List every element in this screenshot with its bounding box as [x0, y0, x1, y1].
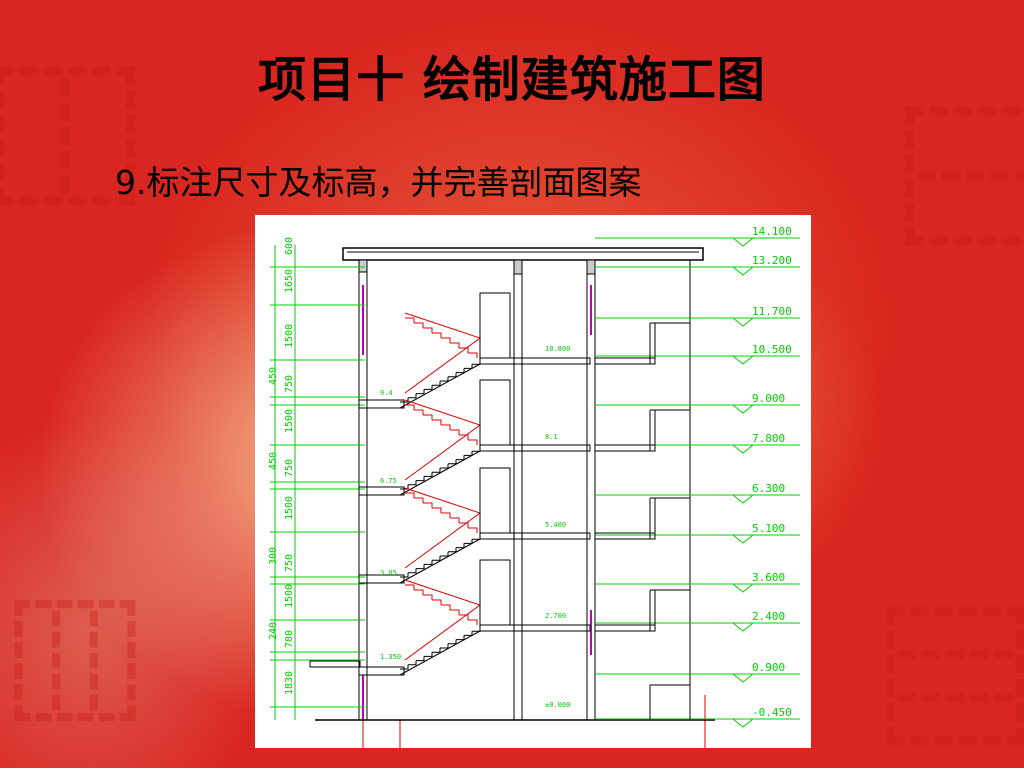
landing-level-label: 9.4	[380, 389, 393, 397]
elevation-label: 3.600	[752, 571, 785, 584]
dimension-label: 1500	[284, 496, 295, 520]
dimension-label: 1500	[284, 324, 295, 348]
elevation-label: 13.200	[752, 254, 792, 267]
section-drawing-svg: 14.100 13.200 11.700 10.500 9.000 7.800 6.300 5…	[268, 225, 800, 748]
elevation-label: -0.450	[752, 706, 792, 719]
slide-title: 项目十 绘制建筑施工图	[258, 52, 766, 108]
dimension-label: 240	[268, 622, 279, 640]
stair-steps	[400, 535, 481, 578]
stair-steps	[400, 627, 481, 670]
balcony-slab	[594, 624, 656, 632]
landing-slab	[358, 399, 405, 409]
floor-level-label: 8.1	[545, 433, 558, 441]
ground-room	[649, 684, 691, 721]
dimension-label: 750	[284, 459, 295, 477]
dimension-label: 780	[284, 630, 295, 648]
landing-level-label: 6.75	[380, 477, 397, 485]
stair-soffit	[399, 450, 481, 496]
decorative-calligraphy-right: ⿱	[900, 93, 1024, 269]
door-frame	[479, 379, 511, 446]
floor-level-label: ±0.000	[545, 701, 570, 709]
elevation-marker	[731, 622, 755, 632]
door-frame	[479, 292, 511, 359]
floor-level-label: 2.700	[545, 612, 566, 620]
elevation-marker	[731, 494, 755, 504]
elevation-marker	[731, 317, 755, 327]
elevation-label: 0.900	[752, 661, 785, 674]
stair-steps-hidden	[405, 404, 478, 445]
elevation-label: 9.000	[752, 392, 785, 405]
elevation-marker	[731, 355, 755, 365]
elevation-label: 6.300	[752, 482, 785, 495]
elevation-marker	[731, 718, 755, 728]
dimension-label: 600	[284, 237, 295, 255]
decorative-calligraphy-bottom-right: ⿳	[880, 593, 1024, 769]
stair-soffit	[399, 538, 481, 584]
landing-slab	[358, 666, 405, 676]
elevation-marker	[731, 237, 755, 247]
stair-steps	[400, 360, 481, 403]
stair-steps-hidden	[405, 492, 478, 533]
dimension-label: 750	[284, 375, 295, 393]
floor-level-label: 5.400	[545, 521, 566, 529]
floor-slab	[479, 624, 591, 632]
elevation-marker	[731, 673, 755, 683]
door-frame	[479, 467, 511, 534]
stair-soffit	[399, 363, 481, 409]
dimension-label: 450	[268, 452, 279, 470]
entrance-canopy	[309, 660, 361, 668]
balcony-slab	[594, 357, 656, 365]
section-drawing: 14.100 13.200 11.700 10.500 9.000 7.800 6.300 5…	[255, 215, 811, 748]
slide-subtitle: 9.标注尺寸及标高，并完善剖面图案	[115, 163, 642, 202]
landing-slab	[358, 486, 405, 496]
floor-slab	[479, 444, 591, 452]
stair-steps-hidden	[405, 317, 478, 358]
elevation-label: 10.500	[752, 343, 792, 356]
floor-slab	[479, 357, 591, 365]
elevation-label: 11.700	[752, 305, 792, 318]
dimension-label: 750	[284, 554, 295, 572]
balcony-slab	[594, 532, 656, 540]
stair-steps	[400, 447, 481, 490]
floor-slab	[479, 532, 591, 540]
elevation-label: 5.100	[752, 522, 785, 535]
landing-slab	[358, 574, 405, 584]
stair-soffit	[399, 630, 481, 676]
elevation-marker	[731, 583, 755, 593]
elevation-marker	[731, 404, 755, 414]
dimension-label: 300	[268, 547, 279, 565]
balcony-slab	[594, 444, 656, 452]
dimension-label: 1500	[284, 409, 295, 433]
elevation-marker	[731, 444, 755, 454]
elevation-label: 2.400	[752, 610, 785, 623]
floor-level-label: 10.800	[545, 345, 570, 353]
stair-steps-hidden	[405, 584, 478, 625]
elevation-label: 14.100	[752, 225, 792, 238]
dimension-label: 1650	[284, 269, 295, 293]
elevation-label: 7.800	[752, 432, 785, 445]
elevation-marker	[731, 266, 755, 276]
door-frame	[479, 559, 511, 626]
elevation-marker	[731, 534, 755, 544]
dimension-label: 450	[268, 367, 279, 385]
landing-level-label: 3.05	[380, 569, 397, 577]
decorative-calligraphy-top-left: ⿰	[0, 53, 141, 229]
landing-level-label: 1.350	[380, 653, 401, 661]
dimension-label: 1500	[284, 584, 295, 608]
decorative-calligraphy-bottom-left: ⿲	[10, 588, 141, 741]
dimension-label: 1830	[284, 671, 295, 695]
